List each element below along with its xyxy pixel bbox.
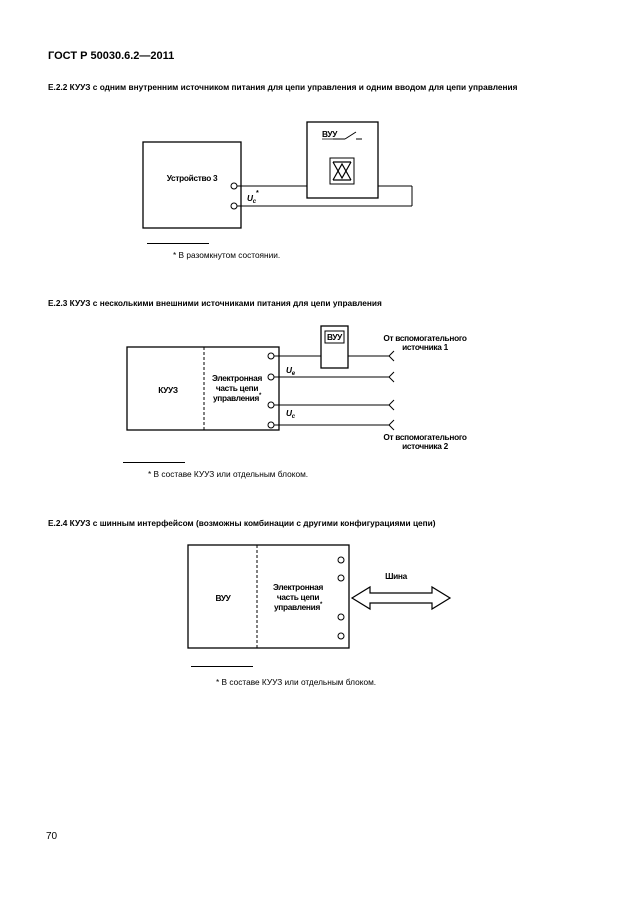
switch-contact [344, 131, 357, 140]
device3-label: Устройство 3 [167, 173, 218, 183]
electronic-part-e24-line-1: Электронная [273, 582, 323, 592]
kuuz-box [126, 346, 280, 431]
kuuz-label: КУУЗ [158, 385, 178, 395]
thyristor-block [329, 157, 355, 185]
voltage-uc-e23: Uc [286, 408, 296, 420]
vuu-box [306, 121, 379, 199]
section-e23-title: Е.2.3 КУУЗ с несколькими внешними источн… [48, 298, 382, 308]
diagram-e23: КУУЗ Электронная часть цепи управления* … [126, 325, 467, 451]
page-number: 70 [46, 831, 58, 842]
bus-label: Шина [385, 571, 408, 581]
kuuz-box-e24 [187, 544, 350, 649]
section-e22-title: Е.2.2 КУУЗ с одним внутренним источником… [48, 82, 518, 92]
diagram-e24: ВУУ Электронная часть цепи управления* Ш… [187, 544, 452, 649]
source1-line-2: источника 1 [402, 342, 449, 352]
voltage-ue: Ue [286, 365, 296, 377]
voltage-uc: Uc* [247, 190, 259, 205]
electronic-part-line-1: Электронная [212, 373, 262, 383]
bus-arrow [350, 585, 452, 611]
footnote-e22: * В разомкнутом состоянии. [173, 250, 281, 260]
vuu-label-e24: ВУУ [215, 593, 231, 603]
footnote-rule-e22 [147, 243, 209, 244]
footnote-rule-e24 [191, 666, 253, 667]
footnote-rule-e23 [123, 462, 185, 463]
footnote-e24: * В составе КУУЗ или отдельным блоком. [216, 677, 377, 687]
electronic-part-e24-line-3: управления* [274, 602, 323, 612]
electronic-part-line-2: часть цепи [216, 383, 259, 393]
source1-line-1: От вспомогательного [383, 333, 467, 343]
terminal-1 [230, 182, 238, 190]
vuu-label: ВУУ [322, 129, 338, 139]
source2-line-2: источника 2 [402, 441, 449, 451]
electronic-part-e24-line-2: часть цепи [277, 592, 320, 602]
section-e24-title: Е.2.4 КУУЗ с шинным интерфейсом (возможн… [48, 518, 436, 528]
device3-box [142, 141, 242, 229]
diagram-e22: Устройство 3 ВУУ Uc* [142, 121, 413, 229]
terminal-2 [230, 202, 238, 210]
source2-line-1: От вспомогательного [383, 432, 467, 442]
document-header: ГОСТ Р 50030.6.2—2011 [48, 50, 175, 62]
footnote-e23: * В составе КУУЗ или отдельным блоком. [148, 469, 309, 479]
electronic-part-line-3: управления* [213, 393, 262, 403]
vuu-label-e23: ВУУ [327, 332, 343, 342]
